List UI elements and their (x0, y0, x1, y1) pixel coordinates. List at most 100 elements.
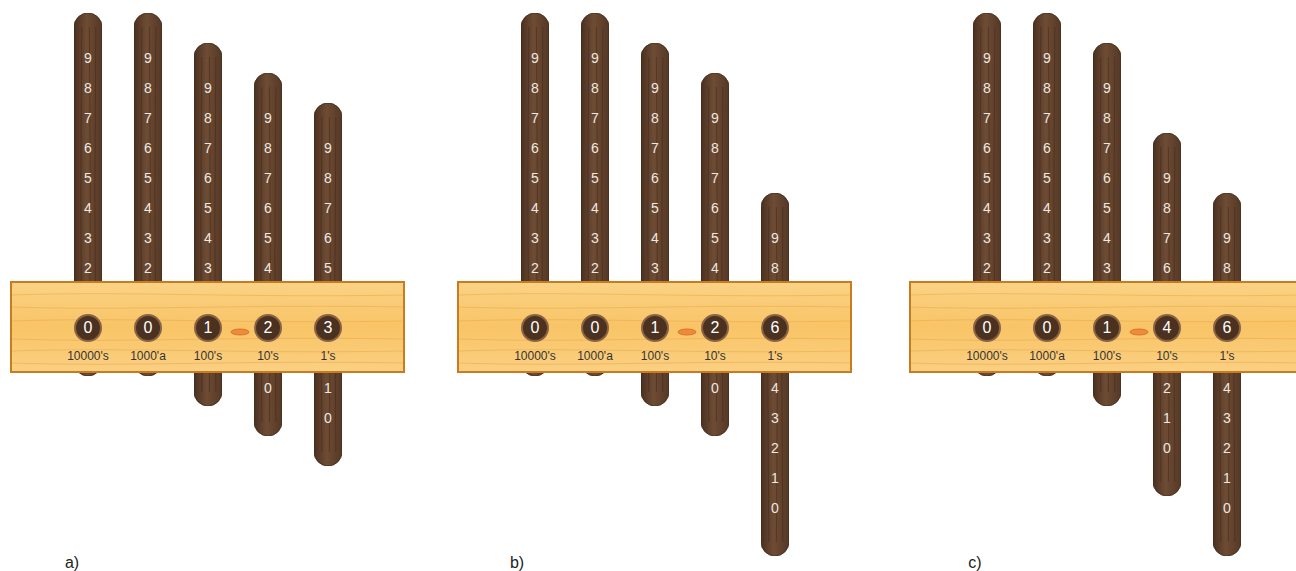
wood-grain (459, 294, 850, 296)
digit-value: 2 (703, 316, 727, 340)
digit-window: 0 (521, 314, 549, 342)
panel-label: a) (52, 554, 92, 571)
digit-value: 0 (76, 316, 100, 340)
digit-window: 1 (194, 314, 222, 342)
rod-digits: 9 8 7 6 5 4 3 2 (528, 43, 542, 283)
place-value-label: 10000's (505, 348, 565, 364)
wood-grain (911, 294, 1296, 296)
digit-value: 4 (1155, 316, 1179, 340)
digit-window: 0 (1033, 314, 1061, 342)
rod-body (74, 13, 102, 376)
place-value-label: 100's (1077, 348, 1137, 364)
place-value-label: 1000'a (565, 348, 625, 364)
rod-body (521, 13, 549, 376)
place-value-label: 1's (745, 348, 805, 364)
digit-value: 3 (316, 316, 340, 340)
rod-body (1213, 193, 1241, 556)
rod-digits: 9 8 (768, 223, 782, 283)
place-value-board: 10000's1000'a100's10's1's 0 0 1 2 3 (10, 281, 405, 373)
digit-value: 2 (256, 316, 280, 340)
wood-grain (782, 207, 783, 542)
wood-knot (231, 329, 249, 335)
counting-rod: 9 8 7 6 5 4 0 (254, 73, 282, 436)
counting-rod: 9 8 4 3 2 1 0 (761, 193, 789, 556)
rod-body (761, 193, 789, 556)
place-value-label: 1000'a (118, 348, 178, 364)
rod-digits: 9 8 7 6 5 (321, 133, 335, 283)
digit-value: 6 (763, 316, 787, 340)
digit-window: 4 (1153, 314, 1181, 342)
place-value-label: 10000's (957, 348, 1017, 364)
digit-value: 1 (643, 316, 667, 340)
wood-grain (911, 306, 1296, 308)
digit-value: 0 (1035, 316, 1059, 340)
rod-body (134, 13, 162, 376)
wood-grain (768, 207, 769, 542)
rod-digits: 9 8 (1220, 223, 1234, 283)
place-value-label: 10000's (58, 348, 118, 364)
rod-digits: 9 8 7 6 5 4 3 2 (1040, 43, 1054, 283)
wood-grain (1234, 207, 1235, 542)
rod-digits: 9 8 7 6 5 4 3 (201, 73, 215, 283)
rod-digits: 0 (261, 373, 275, 403)
rod-digits: 9 8 7 6 5 4 (708, 103, 722, 283)
wood-knot (678, 329, 696, 335)
digit-window: 2 (701, 314, 729, 342)
rod-digits: 4 3 2 1 0 (768, 373, 782, 523)
rod-body (1033, 13, 1061, 376)
rod-digits: 9 8 7 6 (1160, 163, 1174, 283)
digit-value: 0 (583, 316, 607, 340)
wood-grain (1228, 207, 1229, 542)
rod-digits: 9 8 7 6 5 4 (261, 103, 275, 283)
place-value-label: 100's (178, 348, 238, 364)
rod-body (973, 13, 1001, 376)
digit-window: 0 (973, 314, 1001, 342)
rod-digits: 9 8 7 6 5 4 3 (648, 73, 662, 283)
digit-value: 1 (196, 316, 220, 340)
place-value-label: 10's (685, 348, 745, 364)
digit-window: 1 (1093, 314, 1121, 342)
board-body (11, 282, 404, 372)
counting-rod: 9 8 7 6 5 4 0 (701, 73, 729, 436)
panel-label: b) (497, 554, 537, 571)
board-body (458, 282, 851, 372)
digit-window: 0 (581, 314, 609, 342)
place-value-label: 100's (625, 348, 685, 364)
rod-digits: 9 8 7 6 5 4 3 2 (588, 43, 602, 283)
rod-digits: 4 3 2 1 0 (1220, 373, 1234, 523)
rod-body (701, 73, 729, 436)
rod-digits: 9 8 7 6 5 4 3 2 (141, 43, 155, 283)
place-value-label: 1's (1197, 348, 1257, 364)
rod-digits: 1 0 (321, 373, 335, 433)
board-body (910, 282, 1296, 372)
place-value-label: 1's (298, 348, 358, 364)
digit-value: 6 (1215, 316, 1239, 340)
rod-body (254, 73, 282, 436)
digit-window: 0 (134, 314, 162, 342)
wood-grain (1220, 207, 1221, 542)
digit-window: 3 (314, 314, 342, 342)
place-value-board: 10000's1000'a100's10's1's 0 0 1 2 6 (457, 281, 852, 373)
digit-window: 0 (74, 314, 102, 342)
place-value-board: 10000's1000'a100's10's1's00146 (909, 281, 1296, 373)
rod-digits: 9 8 7 6 5 4 3 (1100, 73, 1114, 283)
wood-grain (12, 294, 403, 296)
place-value-label: 10's (238, 348, 298, 364)
digit-window: 2 (254, 314, 282, 342)
counting-rod: 9 8 4 3 2 1 0 (1213, 193, 1241, 556)
rod-body (581, 13, 609, 376)
wood-grain (776, 207, 777, 542)
place-value-label: 1000'a (1017, 348, 1077, 364)
rod-digits: 0 (708, 373, 722, 403)
digit-value: 0 (523, 316, 547, 340)
digit-window: 6 (1213, 314, 1241, 342)
digit-value: 0 (136, 316, 160, 340)
wood-grain (12, 306, 403, 308)
digit-window: 6 (761, 314, 789, 342)
digit-value: 1 (1095, 316, 1119, 340)
wood-knot (1130, 329, 1148, 335)
rod-digits: 2 1 0 (1160, 373, 1174, 463)
digit-window: 1 (641, 314, 669, 342)
digit-value: 0 (975, 316, 999, 340)
